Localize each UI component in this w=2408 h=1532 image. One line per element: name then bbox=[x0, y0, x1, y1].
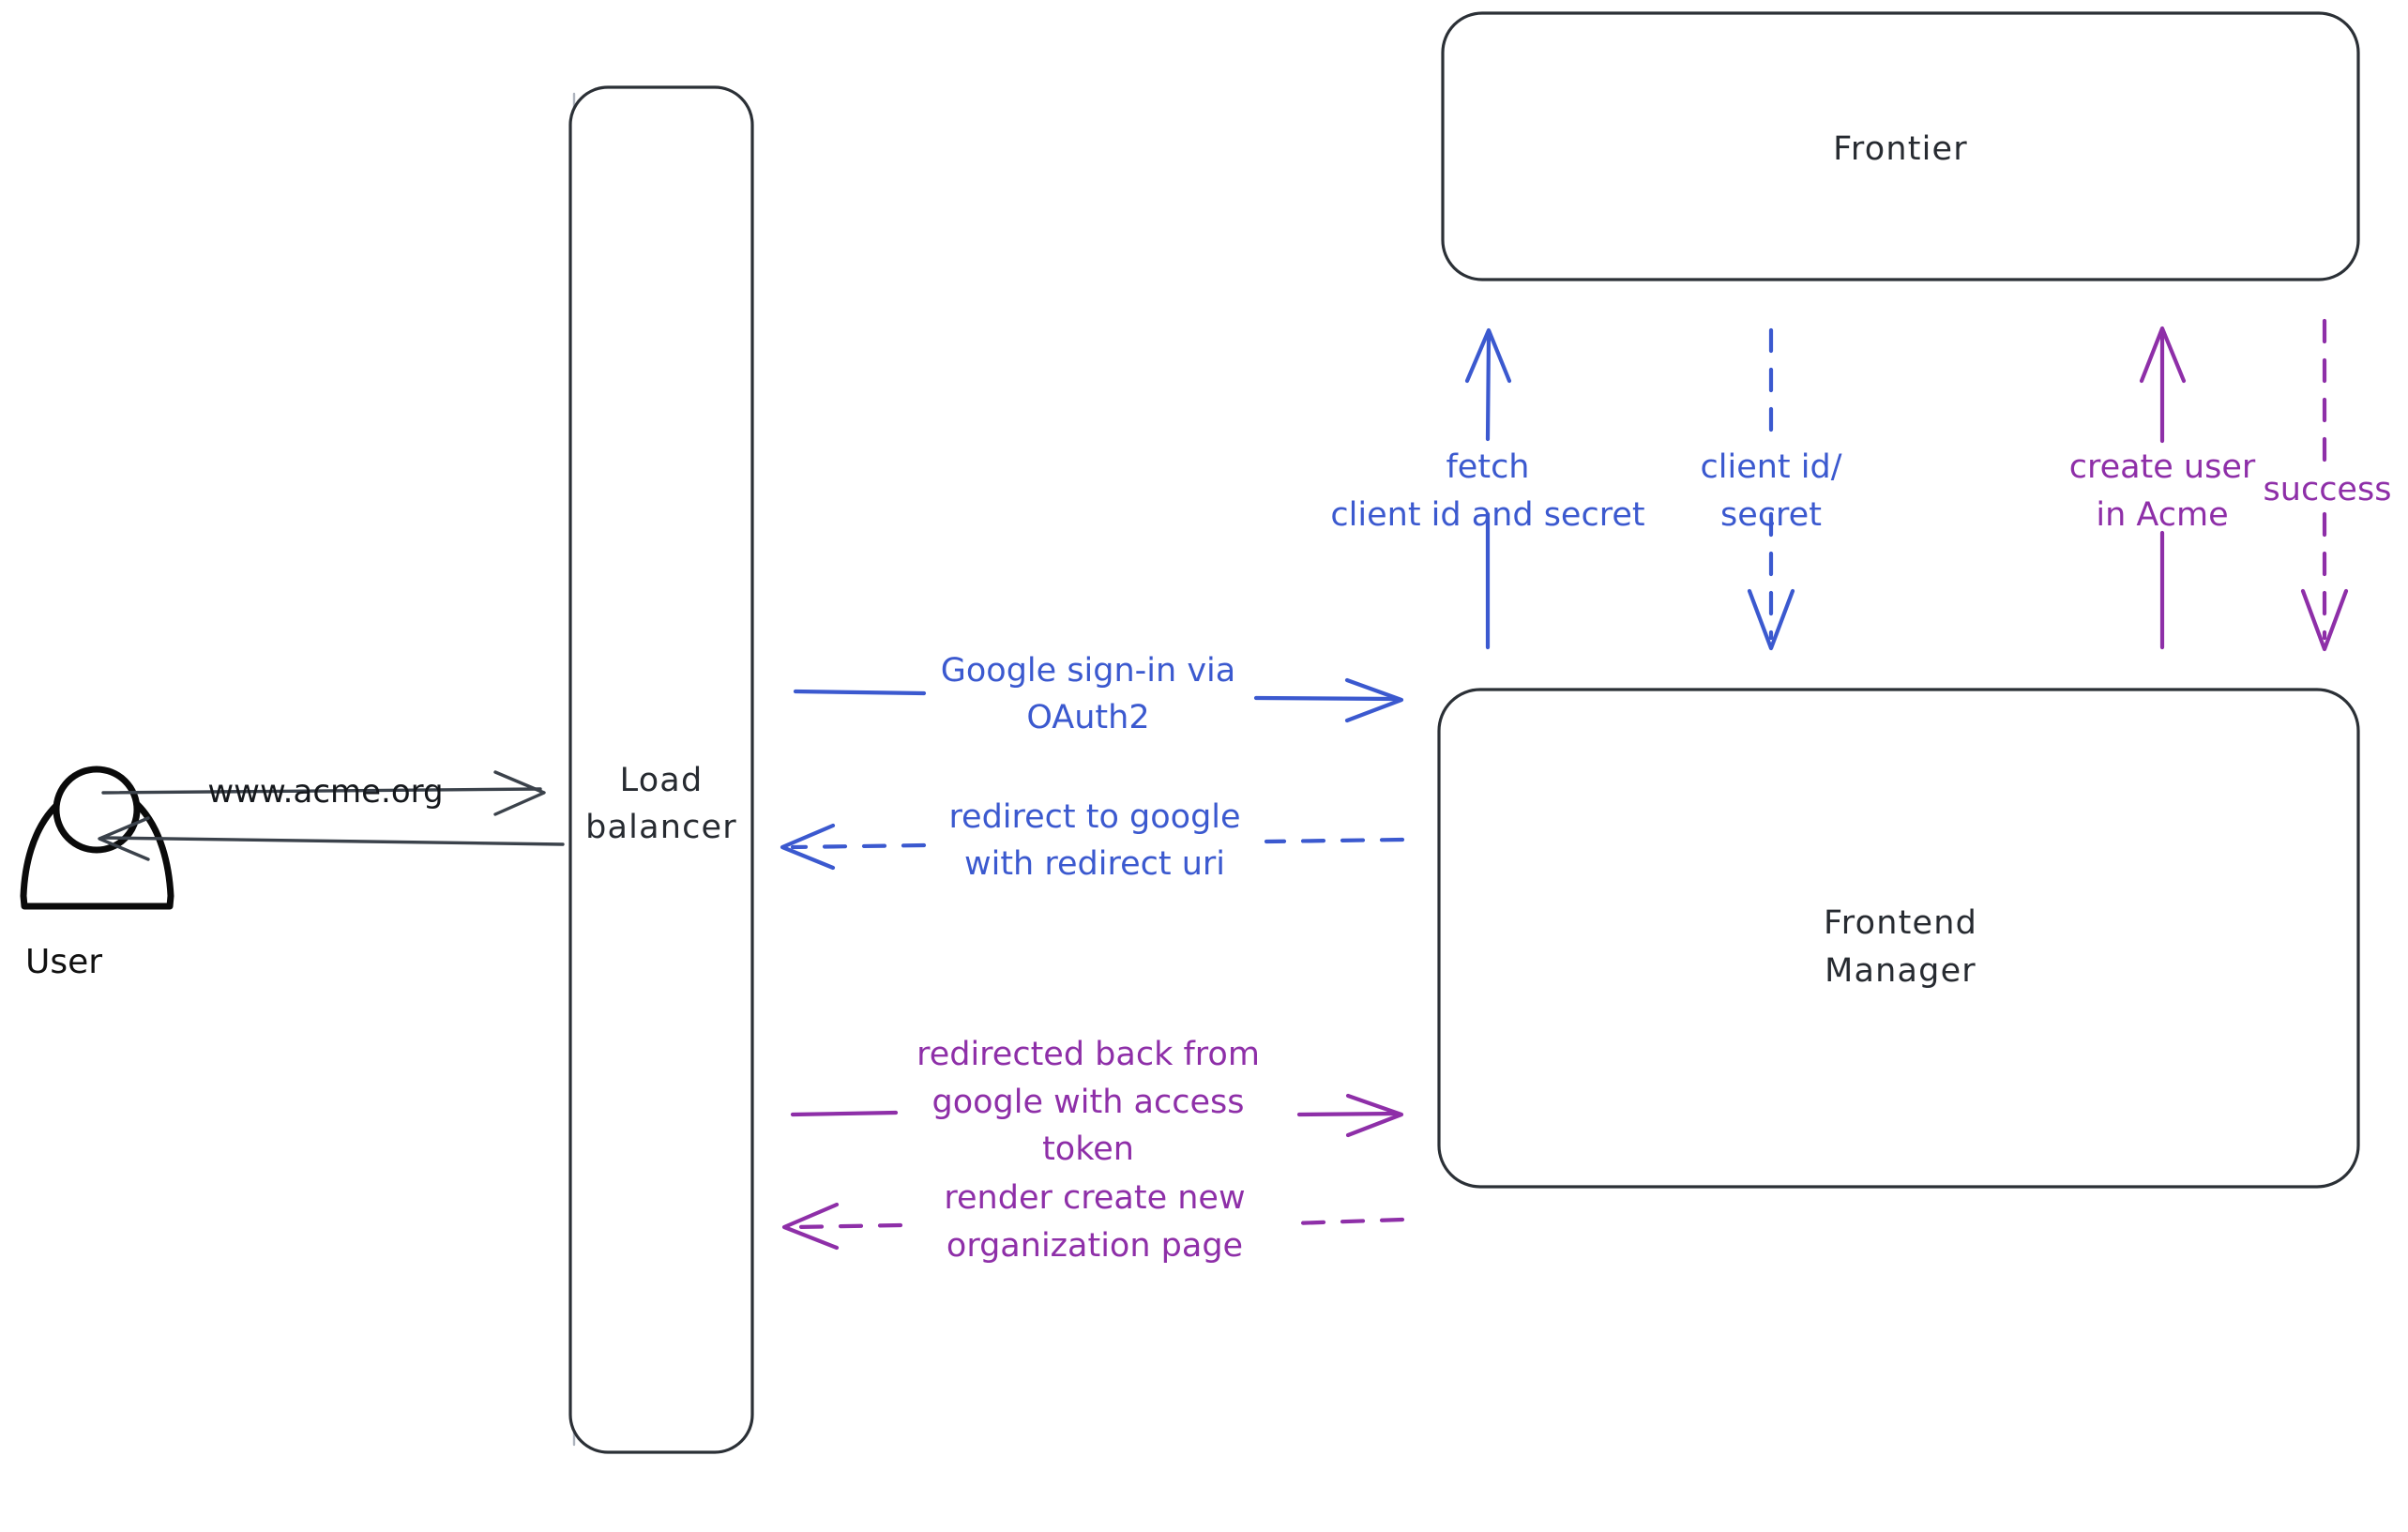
render-label-line2: organization page bbox=[947, 1227, 1243, 1265]
creds-arrowhead bbox=[1747, 588, 1795, 651]
signin-line-right bbox=[1253, 695, 1399, 702]
token-arrowhead bbox=[1345, 1093, 1404, 1138]
redirect-arrowhead bbox=[780, 823, 836, 871]
node-frontend-manager[interactable]: Frontend Manager bbox=[1437, 688, 2360, 1189]
edge-fm-to-frontier-create[interactable]: create user in Acme bbox=[2069, 326, 2256, 650]
frontier-label: Frontier bbox=[1833, 130, 1968, 168]
load-balancer-label-line1: Load bbox=[620, 762, 704, 799]
frontend-manager-label-line1: Frontend bbox=[1824, 904, 1977, 942]
lb-to-user-arrowhead bbox=[98, 816, 150, 861]
signin-line-left bbox=[793, 689, 927, 696]
render-label-line1: render create new bbox=[944, 1179, 1245, 1217]
token-label-line1: redirected back from bbox=[916, 1036, 1260, 1073]
token-label-line2: google with access bbox=[932, 1084, 1245, 1121]
edge-load-balancer-to-user[interactable] bbox=[98, 816, 565, 861]
signin-arrowhead bbox=[1344, 677, 1404, 723]
success-label: success bbox=[2264, 471, 2392, 508]
fetch-label-line2: client id and secret bbox=[1330, 496, 1644, 534]
lb-to-user-line bbox=[101, 836, 565, 846]
redirect-label-line1: redirect to google bbox=[948, 798, 1240, 836]
edge-frontier-to-fm-success[interactable]: success bbox=[2264, 318, 2392, 652]
user-to-lb-line bbox=[101, 787, 542, 795]
render-line-left bbox=[793, 1222, 903, 1230]
load-balancer-label-line2: balancer bbox=[585, 809, 737, 846]
create-label-line2: in Acme bbox=[2096, 496, 2228, 534]
edge-fm-to-frontier-fetch[interactable]: fetch client id and secret bbox=[1330, 327, 1645, 650]
edge-fm-to-lb-redirect[interactable]: redirect to google with redirect uri bbox=[780, 798, 1405, 883]
edge-frontier-to-fm-creds[interactable]: client id/ secret bbox=[1701, 327, 1842, 651]
frontend-manager-label-line2: Manager bbox=[1825, 952, 1976, 990]
actor-user[interactable]: User bbox=[20, 766, 174, 981]
fetch-label-line1: fetch bbox=[1446, 448, 1529, 486]
token-label-line3: token bbox=[1042, 1130, 1134, 1168]
actor-user-label: User bbox=[25, 943, 102, 981]
edge-lb-to-fm-signin[interactable]: Google sign-in via OAuth2 bbox=[793, 652, 1404, 736]
token-line-right bbox=[1296, 1111, 1401, 1117]
create-arrowhead bbox=[2139, 326, 2187, 384]
fetch-arrowhead bbox=[1464, 327, 1512, 384]
render-line-right bbox=[1290, 1217, 1405, 1226]
edge-lb-to-fm-token[interactable]: redirected back from google with access … bbox=[790, 1036, 1404, 1168]
user-to-lb-label: www.acme.org bbox=[207, 773, 443, 811]
redirect-label-line2: with redirect uri bbox=[964, 845, 1225, 883]
fetch-line-upper bbox=[1485, 331, 1492, 442]
creds-label-line2: secret bbox=[1720, 496, 1822, 534]
render-arrowhead bbox=[781, 1202, 840, 1251]
signin-label-line2: OAuth2 bbox=[1026, 699, 1149, 736]
signin-label-line1: Google sign-in via bbox=[941, 652, 1235, 690]
user-to-lb-arrowhead bbox=[493, 770, 546, 816]
frontend-manager-box bbox=[1437, 688, 2360, 1189]
edge-user-to-load-balancer[interactable]: www.acme.org bbox=[101, 770, 546, 816]
node-frontier[interactable]: Frontier bbox=[1441, 11, 2360, 281]
token-line-left bbox=[790, 1110, 899, 1117]
edge-fm-to-lb-render[interactable]: render create new organization page bbox=[781, 1179, 1405, 1265]
redirect-line-left bbox=[790, 842, 927, 850]
redirect-line-right bbox=[1264, 837, 1405, 844]
creds-label-line1: client id/ bbox=[1701, 448, 1842, 486]
create-label-line1: create user bbox=[2069, 448, 2256, 486]
load-balancer-box bbox=[568, 85, 754, 1454]
node-load-balancer[interactable]: Load balancer bbox=[568, 85, 754, 1454]
success-arrowhead bbox=[2300, 588, 2349, 652]
frontier-box bbox=[1441, 11, 2360, 281]
